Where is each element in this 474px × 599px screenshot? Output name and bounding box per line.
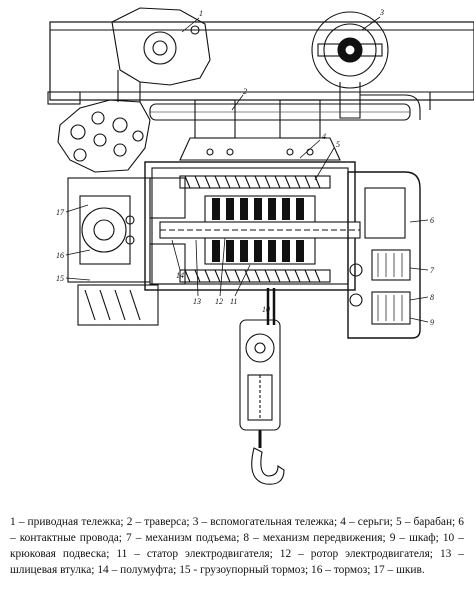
drive-trolley	[47, 7, 211, 173]
callout-7: 7	[430, 266, 435, 275]
caption-entry: 16 – тормоз;	[311, 564, 371, 576]
gearbox	[67, 177, 186, 326]
hoist-diagram: 1 2 3 4 5 6 7 8 9 10 11 12 13 14 15 16 1…	[47, 7, 474, 485]
caption-entry: 17 – шкив.	[373, 564, 425, 576]
caption-entry: 8 – механизм передвижения;	[243, 532, 386, 544]
callout-17: 17	[56, 208, 65, 217]
hook-block	[239, 288, 285, 485]
caption-entry: 9 – шкаф;	[389, 532, 439, 544]
callout-labels: 1 2 3 4 5 6 7 8 9 10 11 12 13 14 15 16 1…	[56, 8, 435, 327]
callout-2: 2	[243, 87, 247, 96]
callout-8: 8	[430, 293, 434, 302]
caption-entry: 1 – приводная тележка;	[10, 516, 124, 528]
caption-entry: 12 – ротор электродвигателя;	[279, 548, 433, 560]
callout-13: 13	[193, 297, 201, 306]
caption-entry: 7 – механизм подъема;	[125, 532, 240, 544]
callout-3: 3	[379, 8, 384, 17]
leader-lines	[65, 16, 429, 323]
caption-entry: 10 – крюковая подвеска;	[10, 532, 464, 560]
caption-entry: 15 - грузоупорный тормоз;	[179, 564, 309, 576]
callout-14: 14	[176, 271, 184, 280]
caption-entry: 5 – барабан;	[395, 516, 456, 528]
callout-12: 12	[215, 297, 223, 306]
callout-10: 10	[262, 305, 270, 314]
caption-entry: 2 – траверса;	[126, 516, 190, 528]
caption-entry: 13 – шлицевая втулка;	[10, 548, 464, 576]
callout-1: 1	[199, 9, 203, 18]
auxiliary-trolley	[311, 11, 431, 120]
callout-9: 9	[430, 318, 434, 327]
caption-entry: 3 – вспомогательная тележка;	[192, 516, 338, 528]
callout-5: 5	[336, 140, 340, 149]
caption-entry: 6 – контактные провода;	[10, 516, 464, 544]
callout-11: 11	[230, 297, 237, 306]
control-cabinet	[347, 171, 421, 339]
traverse	[149, 99, 411, 161]
callout-15: 15	[56, 274, 64, 283]
callout-6: 6	[430, 216, 434, 225]
caption-entry: 4 – серьги;	[340, 516, 393, 528]
figure-caption: 1 – приводная тележка; 2 – траверса; 3 –…	[10, 514, 464, 578]
caption-entry: 14 – полумуфта;	[97, 564, 177, 576]
caption-entry: 11 – статор электродвигателя;	[116, 548, 273, 560]
callout-16: 16	[56, 251, 64, 260]
callout-4: 4	[322, 132, 326, 141]
